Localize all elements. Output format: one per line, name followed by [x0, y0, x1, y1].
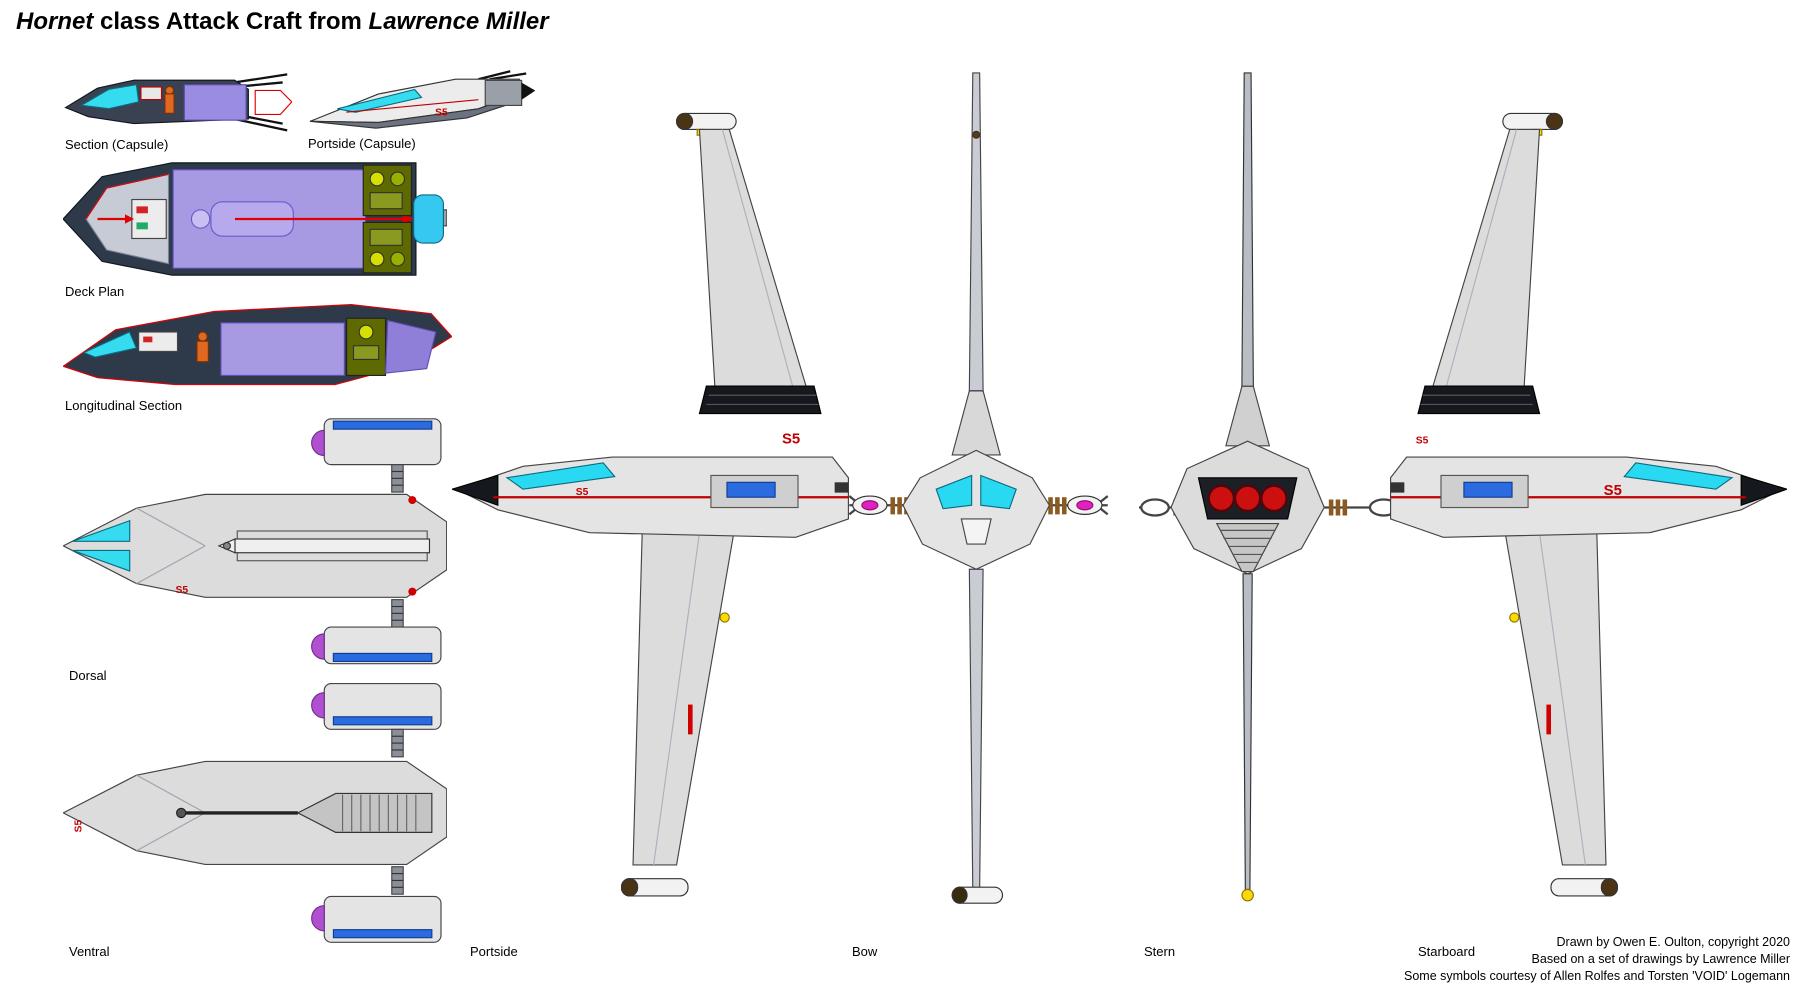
label-dorsal: Dorsal	[69, 668, 107, 683]
capsule-hull-section	[64, 79, 249, 125]
wing-mast-lower	[391, 599, 404, 628]
wing-pod-upper	[311, 418, 442, 466]
landing-foot-pod	[620, 878, 689, 897]
lower-wing	[632, 532, 735, 866]
view-portside-drawing: S5 S5	[452, 112, 849, 897]
hull-code-marking-nose: S5	[1604, 483, 1622, 499]
wing-mast-upper	[391, 728, 404, 758]
fuselage-side-view	[1390, 456, 1787, 538]
dorsal-intake	[698, 385, 822, 415]
capsule-antennas	[478, 70, 527, 81]
wing-mast-lower	[391, 866, 404, 895]
cabin-floor	[172, 169, 414, 269]
craft-name: Hornet	[16, 8, 94, 35]
wing-pod-lower	[311, 626, 442, 665]
label-ventral: Ventral	[69, 944, 110, 959]
label-longitudinal-section: Longitudinal Section	[65, 398, 183, 413]
label-deck-plan: Deck Plan	[65, 284, 125, 299]
cockpit-bay	[85, 173, 170, 265]
hull-code-marking: S5	[1416, 435, 1429, 446]
equipment-racks	[362, 164, 412, 274]
fuselage-bottom-view	[63, 760, 447, 866]
view-ventral-drawing: S5	[63, 683, 447, 943]
credit-line-1: Drawn by Owen E. Oulton, copyright 2020	[1556, 935, 1790, 949]
wing-pod-upper	[311, 683, 442, 730]
view-section-capsule-drawing	[64, 73, 292, 132]
credit-line-3: Some symbols courtesy of Allen Rolfes an…	[1404, 969, 1790, 983]
upper-wing	[1428, 128, 1541, 399]
hull-code-marking: S5	[782, 431, 800, 447]
capsule-hull	[309, 78, 536, 129]
label-section-capsule: Section (Capsule)	[65, 137, 169, 152]
hull-code-marking: S5	[175, 585, 188, 596]
view-portside-capsule-drawing: S5	[309, 70, 536, 129]
fuselage-front-view	[902, 449, 1051, 570]
lower-wing-edge	[968, 568, 984, 891]
label-stern: Stern	[1144, 944, 1176, 959]
view-deck-plan-drawing	[63, 162, 447, 276]
lower-wing	[1504, 532, 1607, 866]
fuselage-top-view	[63, 493, 447, 598]
view-stern-drawing	[1139, 72, 1402, 902]
title-credit-name: Lawrence Miller	[368, 8, 549, 35]
page-title: Hornet class Attack Craft from Lawrence …	[16, 8, 549, 36]
stern-light	[1241, 888, 1254, 902]
credit-line-2: Based on a set of drawings by Lawrence M…	[1531, 952, 1790, 966]
label-bow: Bow	[852, 944, 878, 959]
outrigger-right	[1048, 495, 1109, 516]
engine-outline	[254, 89, 292, 115]
dorsal-intake	[1417, 385, 1541, 415]
acceleration-couch	[413, 194, 444, 244]
view-dorsal-drawing: S5	[63, 418, 447, 665]
pilot-figure	[164, 85, 175, 114]
fuselage-rear-view	[1170, 440, 1325, 575]
wing-mast-upper	[391, 464, 404, 493]
view-bow-drawing	[848, 72, 1109, 904]
label-portside-capsule: Portside (Capsule)	[308, 136, 416, 151]
title-middle: class Attack Craft from	[93, 8, 369, 35]
hull-code-marking: S5	[74, 820, 85, 833]
label-portside: Portside	[470, 944, 518, 959]
fuselage-side-view	[452, 456, 849, 538]
landing-foot-pod	[1550, 878, 1619, 897]
outrigger-left	[848, 495, 909, 516]
upper-wing-edge	[951, 72, 1001, 456]
upper-wing	[698, 128, 811, 399]
hull-code-marking: S5	[435, 108, 448, 119]
cabin-interior	[220, 317, 437, 376]
upper-wing-edge	[1225, 72, 1271, 447]
credits-block: Drawn by Owen E. Oulton, copyright 2020 …	[1404, 934, 1790, 985]
view-longitudinal-section-drawing	[63, 303, 452, 386]
wing-pod-lower	[311, 895, 442, 943]
hull-code-marking-nose: S5	[576, 487, 589, 498]
view-starboard-drawing: S5 S5	[1390, 112, 1787, 897]
lower-wing-edge	[1242, 573, 1253, 891]
landing-foot-pod	[951, 886, 1004, 904]
label-starboard: Starboard	[1418, 944, 1476, 959]
pilot-figure	[196, 331, 209, 363]
